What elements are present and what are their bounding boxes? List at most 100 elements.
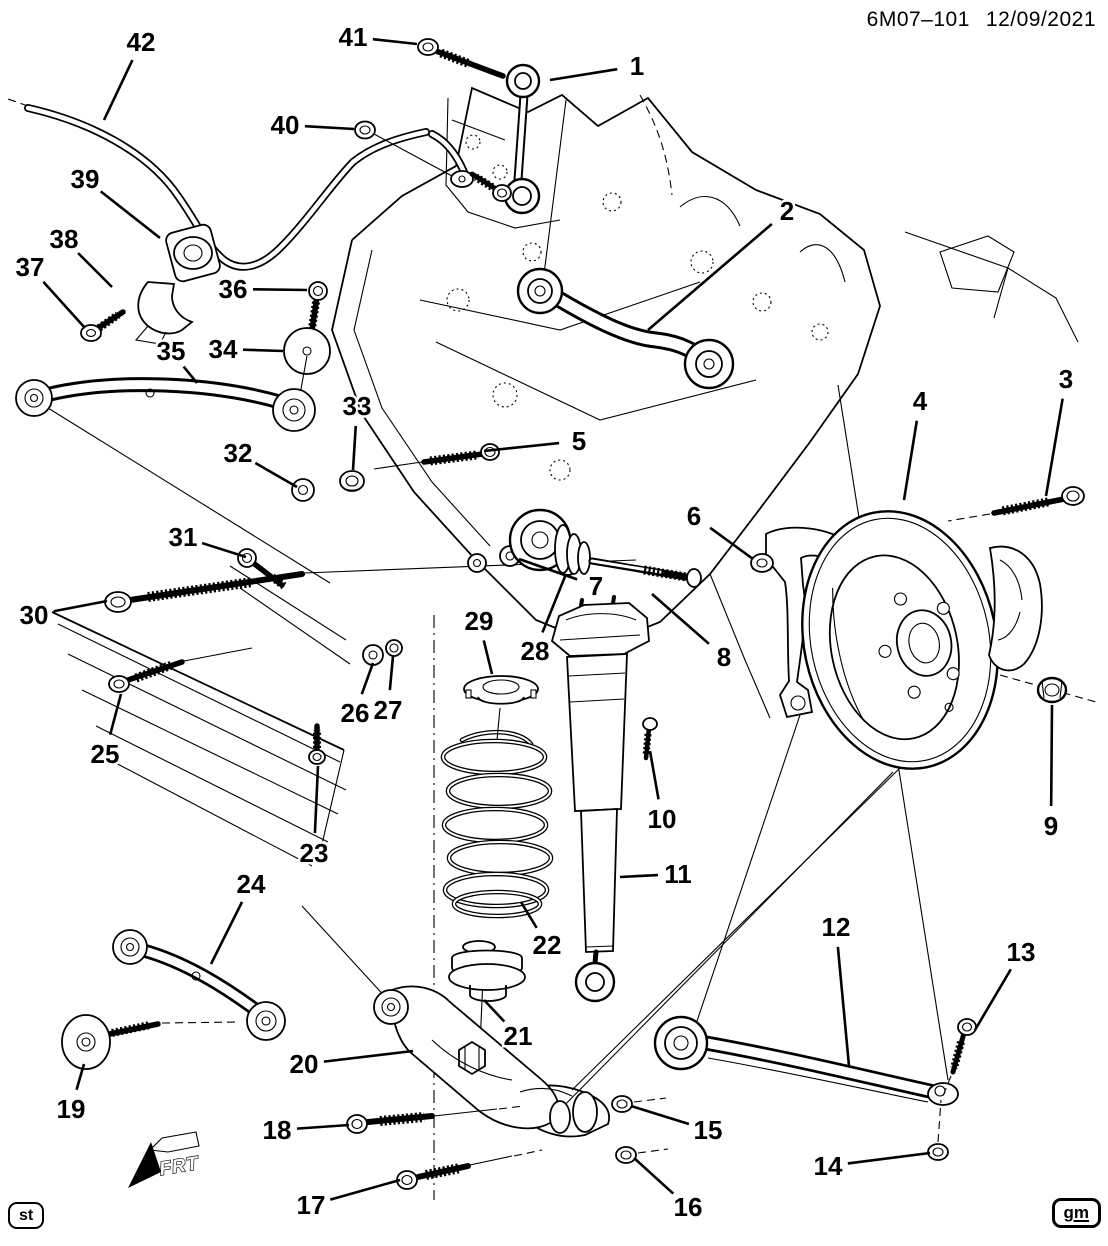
bolt-18 <box>346 1105 524 1134</box>
link-lower-bolt <box>469 171 512 202</box>
callout-29: 29 <box>465 606 494 636</box>
nut-9 <box>999 674 1097 704</box>
callout-24: 24 <box>237 869 266 899</box>
nut-15 <box>611 1095 667 1113</box>
callout-2: 2 <box>780 196 794 226</box>
callout-34: 34 <box>209 334 238 364</box>
leader-line-40 <box>304 124 355 131</box>
leader-line-8 <box>651 593 710 645</box>
callout-26: 26 <box>341 698 370 728</box>
callout-33: 33 <box>343 391 372 421</box>
callout-12: 12 <box>822 912 851 942</box>
leader-line-24 <box>209 901 244 965</box>
brake-caliper <box>988 545 1043 672</box>
leader-line-14 <box>847 1151 931 1165</box>
callout-40: 40 <box>271 110 300 140</box>
callout-42: 42 <box>127 27 156 57</box>
construction-lines <box>7 98 949 1200</box>
bolt-17 <box>396 1149 543 1190</box>
leader-line-26 <box>360 662 375 695</box>
leader-line-9 <box>1049 704 1054 807</box>
leader-line-6 <box>709 526 754 561</box>
leader-line-12 <box>836 946 851 1067</box>
leader-line-15 <box>630 1104 690 1126</box>
bolt-13 <box>942 1018 977 1097</box>
callout-38: 38 <box>50 224 79 254</box>
callout-8: 8 <box>717 642 731 672</box>
subframe <box>331 86 1079 1138</box>
callout-17: 17 <box>297 1190 326 1220</box>
lateral-arm-upper <box>15 377 316 432</box>
washer-32 <box>291 478 315 502</box>
body-rocker-panel <box>51 565 351 867</box>
frt-label: FRT <box>158 1153 201 1180</box>
brake-rotor <box>801 510 999 770</box>
nut-40 <box>354 120 453 177</box>
callout-28: 28 <box>521 636 550 666</box>
callout-21: 21 <box>504 1021 533 1051</box>
document-number: 6M07–101 <box>866 8 970 31</box>
leader-line-13 <box>973 968 1012 1031</box>
callout-14: 14 <box>814 1151 843 1181</box>
nut-33 <box>339 470 365 492</box>
bolt-23 <box>308 723 326 765</box>
bolt-3 <box>947 486 1085 522</box>
leader-line-36 <box>252 287 308 292</box>
bolt-10 <box>642 717 658 761</box>
gm-logo-text: gm <box>1063 1203 1090 1222</box>
spring-seat-upper <box>463 675 539 741</box>
leader-line-20 <box>323 1049 414 1063</box>
callout-32: 32 <box>224 438 253 468</box>
leader-line-38 <box>77 252 113 288</box>
leader-line-31 <box>201 541 247 559</box>
callout-25: 25 <box>91 739 120 769</box>
callout-7: 7 <box>589 571 603 601</box>
callout-37: 37 <box>16 252 45 282</box>
leader-line-27 <box>388 655 395 691</box>
callout-4: 4 <box>913 386 928 416</box>
leader-line-30 <box>53 599 108 613</box>
bolt-25 <box>108 647 253 693</box>
leader-line-29 <box>482 640 494 675</box>
frt-arrow: FRT <box>128 1131 201 1188</box>
callout-41: 41 <box>339 22 368 52</box>
callout-19: 19 <box>57 1094 86 1124</box>
upper-control-arm <box>516 267 735 390</box>
bolt-37 <box>80 309 126 342</box>
leader-line-41 <box>372 37 418 46</box>
leader-line-25 <box>108 693 123 736</box>
callout-9: 9 <box>1044 811 1058 841</box>
callout-5: 5 <box>572 426 586 456</box>
callout-36: 36 <box>219 274 248 304</box>
lower-control-arm <box>373 985 573 1134</box>
leader-line-22 <box>519 901 538 929</box>
bolt-5 <box>373 443 500 470</box>
callout-39: 39 <box>71 164 100 194</box>
bolt-36 <box>308 281 328 333</box>
stabilizer-link <box>503 63 541 215</box>
leader-line-23 <box>313 765 320 834</box>
callout-6: 6 <box>687 501 701 531</box>
callout-16: 16 <box>674 1192 703 1222</box>
leader-line-32 <box>254 461 298 489</box>
nut-27 <box>385 639 403 657</box>
callout-13: 13 <box>1007 937 1036 967</box>
stabilizer-bushing <box>165 223 221 283</box>
callout-layer: 1234567891011121314151617181920212223242… <box>13 20 1076 1225</box>
leader-line-21 <box>483 999 506 1023</box>
callout-3: 3 <box>1059 364 1073 394</box>
bolt-31 <box>237 548 287 590</box>
coil-spring <box>440 729 554 919</box>
leader-line-39 <box>99 190 161 240</box>
leader-line-2 <box>647 223 773 331</box>
leader-line-11 <box>619 873 659 879</box>
nut-14 <box>927 1099 949 1161</box>
leader-line-5 <box>483 441 560 453</box>
lateral-arm-lower <box>112 929 286 1041</box>
leader-line-19 <box>75 1063 86 1091</box>
callout-30: 30 <box>20 600 49 630</box>
washer-34 <box>283 327 331 401</box>
document-header: 6M07–101 12/09/2021 <box>867 8 1096 32</box>
